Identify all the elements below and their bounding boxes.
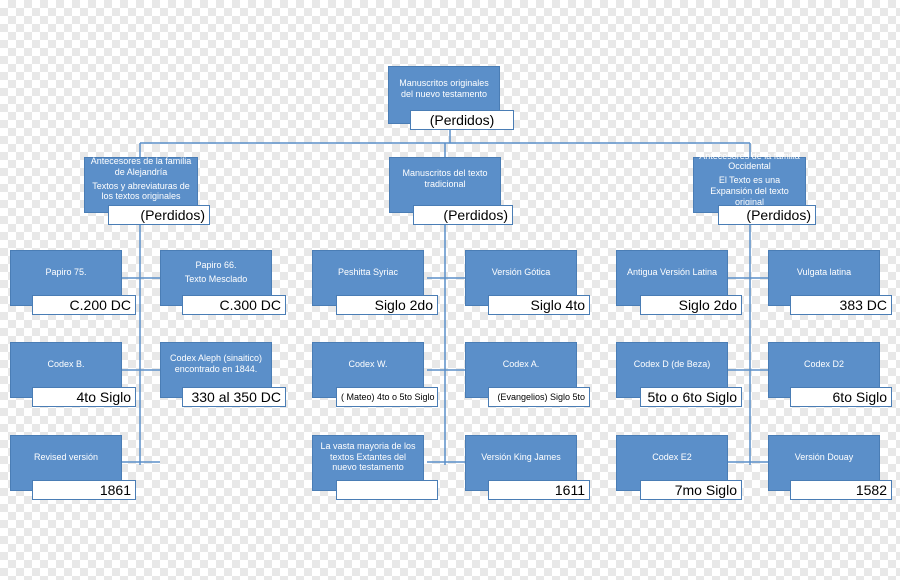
leaf-1-tag: C.300 DC [182, 295, 286, 315]
leaf-10-text: Versión King James [481, 451, 561, 462]
branch-occidental-text: Antecesores de la familia Occidental [699, 150, 800, 172]
leaf-7-text: Codex W. [348, 358, 388, 369]
branch-occidental-subtext: El Texto es una Expansión del texto orig… [710, 175, 789, 207]
leaf-12-tag: 383 DC [790, 295, 892, 315]
leaf-8-tag: (Evangelios) Siglo 5to [488, 387, 590, 407]
branch-alejandria-text: Antecesores de la familia de Alejandría [90, 155, 192, 177]
leaf-3-tag: 330 al 350 DC [182, 387, 286, 407]
leaf-12-text: Vulgata latina [796, 266, 852, 277]
leaf-11-tag: Siglo 2do [640, 295, 742, 315]
branch-occidental-box: Antecesores de la familia Occidental El T… [693, 151, 806, 213]
leaf-9-tag [336, 480, 438, 500]
leaf-1-subtext: Texto Mesclado [184, 273, 248, 284]
leaf-11-text: Antigua Versión Latina [626, 266, 718, 277]
leaf-10-tag: 1611 [488, 480, 590, 500]
leaf-0-tag: C.200 DC [32, 295, 136, 315]
root-text: Manuscritos originales del nuevo testame… [399, 78, 489, 99]
leaf-2-text: Codex B. [47, 358, 85, 369]
leaf-2-tag: 4to Siglo [32, 387, 136, 407]
leaf-3-text: Codex Aleph (sinaitico) encontrado en 18… [169, 353, 263, 374]
leaf-6-tag: Siglo 4to [488, 295, 590, 315]
leaf-8-text: Codex A. [502, 358, 540, 369]
leaf-0-text: Papiro 75. [45, 266, 87, 277]
leaf-16-text: Versión Douay [794, 451, 854, 462]
branch-tradicional-tag: (Perdidos) [413, 205, 513, 225]
leaf-15-tag: 7mo Siglo [640, 480, 742, 500]
leaf-1-text: Papiro 66. [195, 259, 237, 270]
root-tag: (Perdidos) [410, 110, 514, 130]
branch-alejandria-subtext: Textos y abreviaturas de los textos orig… [92, 180, 190, 202]
branch-tradicional-box: Manuscritos del texto tradicional [389, 157, 501, 213]
leaf-13-tag: 5to o 6to Siglo [640, 387, 742, 407]
branch-tradicional-text: Manuscritos del texto tradicional [402, 168, 488, 189]
leaf-7-tag: ( Mateo) 4to o 5to Siglo [336, 387, 438, 407]
leaf-4-tag: 1861 [32, 480, 136, 500]
leaf-9-text: La vasta mayoria de los textos Extantes … [320, 440, 416, 473]
branch-occidental-tag: (Perdidos) [718, 205, 816, 225]
leaf-16-tag: 1582 [790, 480, 892, 500]
leaf-5-text: Peshitta Syriac [337, 266, 399, 277]
branch-alejandria-tag: (Perdidos) [108, 205, 210, 225]
leaf-14-text: Codex D2 [803, 358, 845, 369]
leaf-4-text: Revised versión [33, 451, 99, 462]
leaf-5-tag: Siglo 2do [336, 295, 438, 315]
leaf-14-tag: 6to Siglo [790, 387, 892, 407]
leaf-13-text: Codex D (de Beza) [633, 358, 711, 369]
leaf-15-text: Codex E2 [652, 451, 692, 462]
leaf-6-text: Versión Gótica [491, 266, 551, 277]
